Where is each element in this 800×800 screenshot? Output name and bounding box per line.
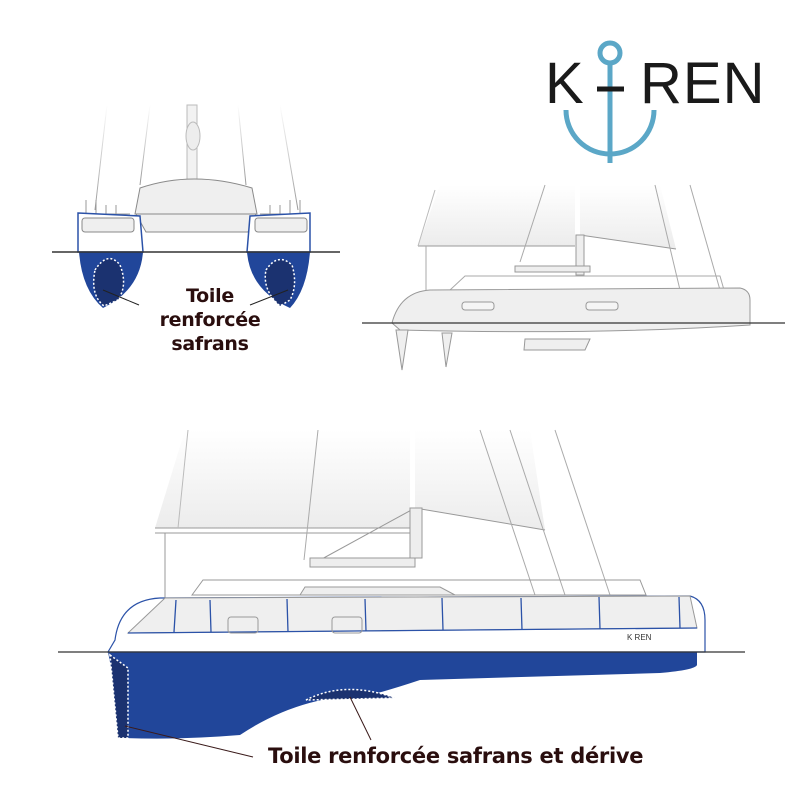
side-view-label: Toile renforcée safrans et dérive: [268, 744, 644, 768]
hull-logo: K REN: [627, 633, 652, 642]
logo-letters-ren: REN: [640, 51, 766, 116]
logo-letter-k: K: [545, 51, 585, 116]
label-line-3: safrans: [171, 333, 249, 355]
front-view-label: Toile renforcée safrans: [140, 284, 280, 356]
label-line-2: renforcée: [159, 309, 261, 331]
label-line-1: Toile: [186, 285, 234, 307]
